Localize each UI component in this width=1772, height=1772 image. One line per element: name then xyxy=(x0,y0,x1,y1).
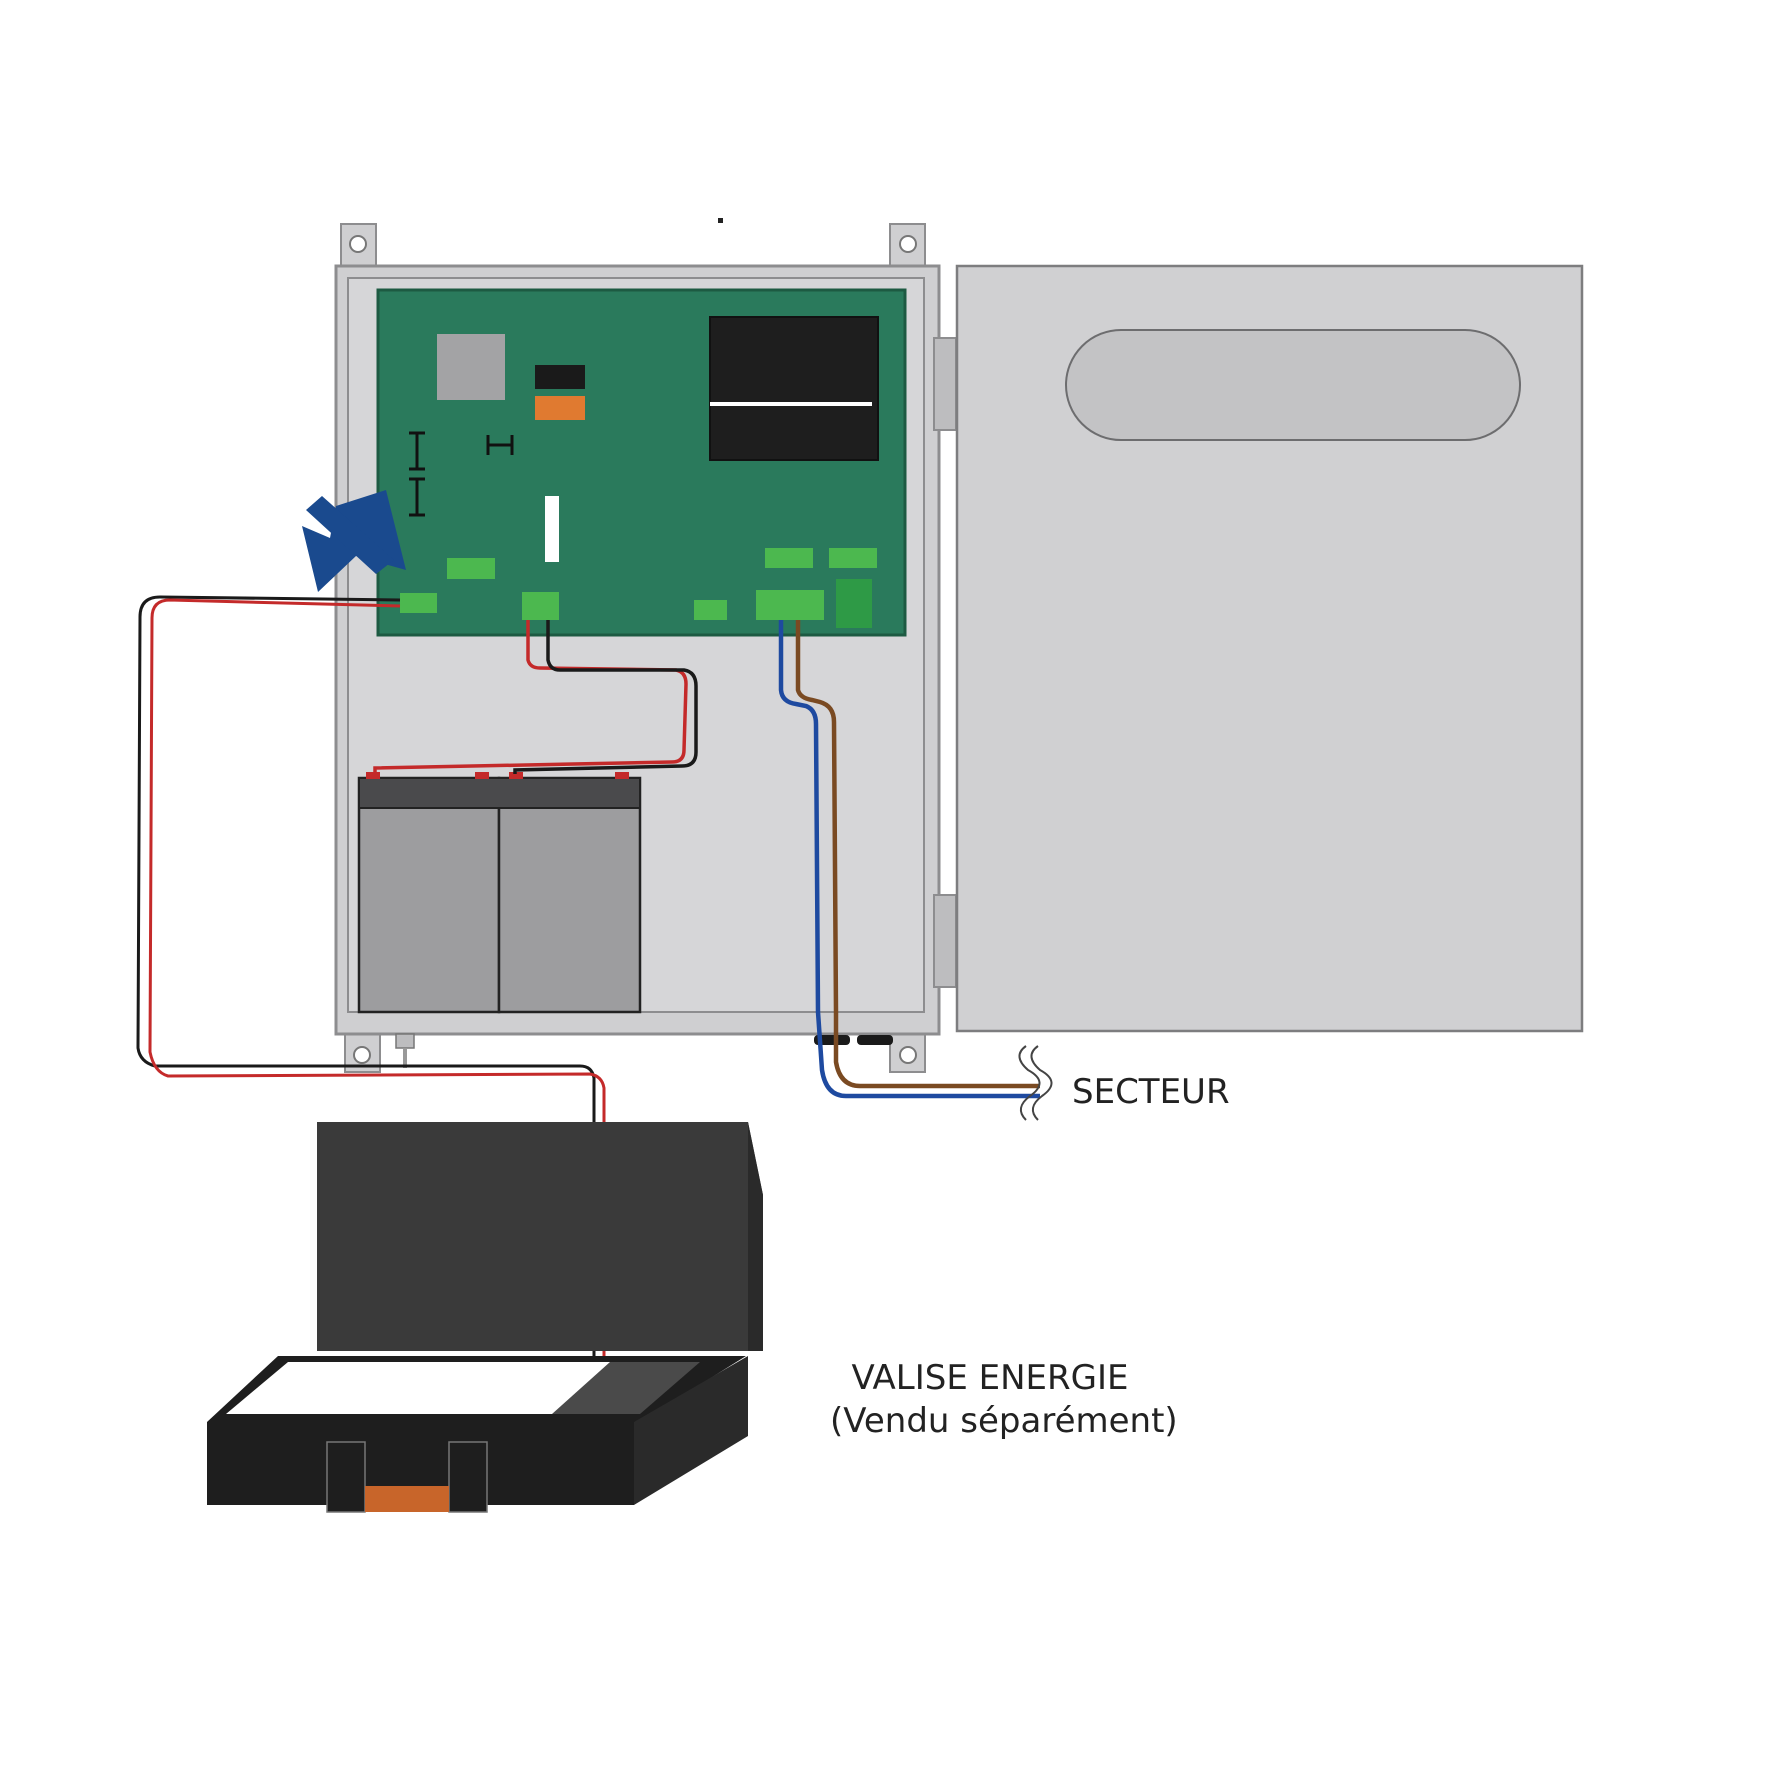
energy-case-latch xyxy=(365,1486,449,1512)
board-connectors xyxy=(400,548,877,628)
energy-case-label: VALISE ENERGIE (Vendu séparément) xyxy=(830,1357,1178,1443)
energy-case-front xyxy=(207,1422,634,1505)
board-fuse xyxy=(535,396,585,420)
mains-break-symbol xyxy=(1018,1045,1053,1121)
energy-case xyxy=(207,1122,763,1513)
board-white-component xyxy=(545,496,559,562)
energy-case-handle-left xyxy=(326,1441,366,1513)
energy-case-side xyxy=(634,1356,748,1505)
stray-dot xyxy=(718,218,723,223)
board-display xyxy=(709,316,879,461)
mains-wires xyxy=(778,620,1040,1099)
internal-batteries xyxy=(357,772,642,1014)
board-relay xyxy=(535,365,585,389)
board-chip-grey xyxy=(437,334,505,400)
external-case-wires xyxy=(136,595,606,1422)
battery-wires xyxy=(373,620,698,774)
door-handle-recess xyxy=(1065,329,1521,441)
door-hinges xyxy=(933,337,957,988)
board-jumpers xyxy=(409,431,514,517)
energy-case-lid xyxy=(317,1122,763,1351)
energy-case-note: (Vendu séparément) xyxy=(830,1401,1178,1441)
energy-case-title: VALISE ENERGIE xyxy=(851,1358,1129,1398)
energy-case-handle-right xyxy=(448,1441,488,1513)
circuit-board xyxy=(376,288,907,637)
mains-label: SECTEUR xyxy=(1072,1072,1230,1112)
cabinet-door xyxy=(955,264,1584,1033)
